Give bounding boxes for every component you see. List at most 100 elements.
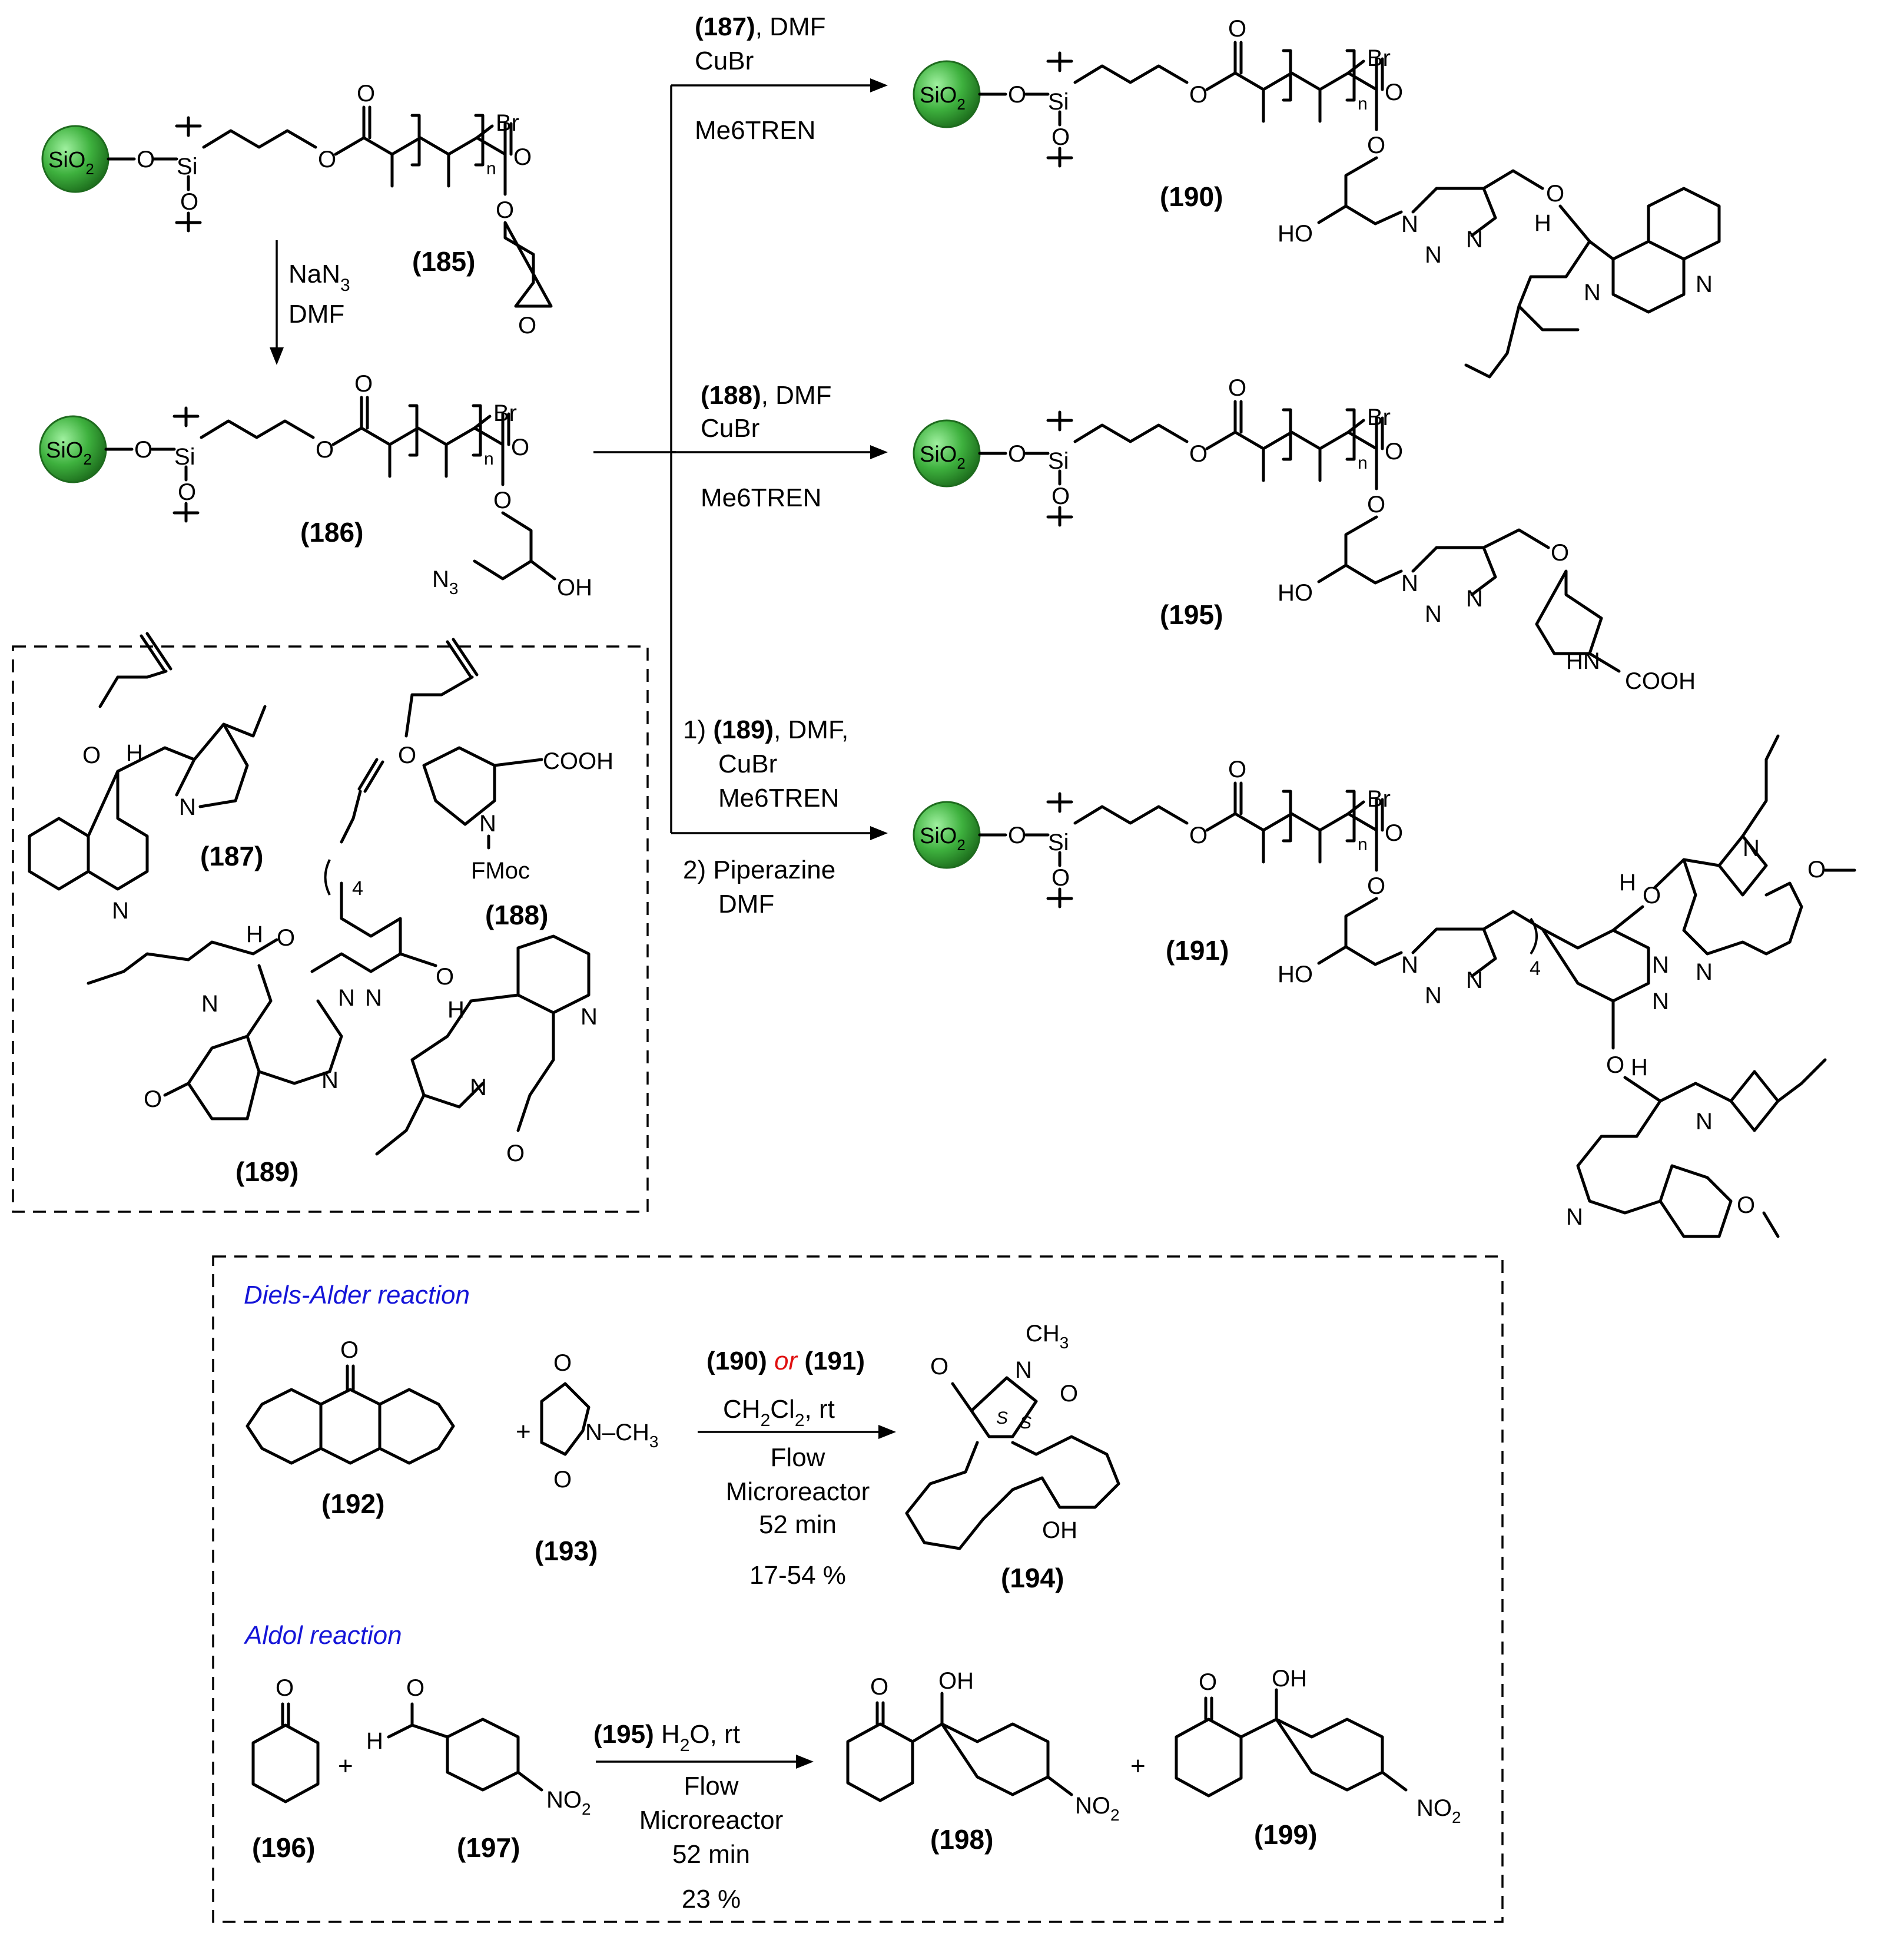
- condition-189-step2: 2) Piperazine: [683, 856, 835, 884]
- svg-text:O: O: [1051, 124, 1070, 150]
- svg-text:Br: Br: [1367, 786, 1391, 812]
- svg-text:SiO2: SiO2: [46, 438, 92, 468]
- svg-text:4: 4: [1530, 957, 1541, 980]
- svg-text:NO2: NO2: [1417, 1795, 1461, 1826]
- svg-text:FMoc: FMoc: [471, 858, 530, 884]
- compound-label-199: (199): [1254, 1819, 1317, 1850]
- svg-text:O: O: [1551, 540, 1569, 566]
- applications-box: [212, 1255, 1504, 1923]
- svg-text:O: O: [277, 925, 295, 951]
- compound-198: O OH NO2: [846, 1668, 1120, 1824]
- svg-text:HO: HO: [1278, 221, 1313, 247]
- svg-text:O: O: [1385, 820, 1403, 846]
- svg-text:O: O: [496, 197, 514, 223]
- svg-text:CH3: CH3: [1026, 1321, 1069, 1352]
- svg-text:SiO2: SiO2: [920, 83, 966, 113]
- svg-text:HN: HN: [1566, 648, 1600, 674]
- svg-text:N: N: [1401, 211, 1418, 237]
- svg-text:H: H: [1534, 210, 1551, 236]
- aldol-reactor: Microreactor: [639, 1806, 784, 1835]
- svg-text:N: N: [112, 898, 129, 924]
- condition-187-cubr: CuBr: [695, 47, 754, 75]
- svg-text:H: H: [447, 997, 465, 1023]
- compound-191-head: N N N 4 N N O H N O N O H N N O: [1401, 734, 1856, 1238]
- svg-text:N: N: [1466, 967, 1483, 993]
- svg-text:O: O: [1228, 757, 1246, 783]
- svg-text:Si: Si: [177, 154, 198, 180]
- svg-text:O: O: [354, 371, 373, 397]
- svg-text:N: N: [1652, 952, 1669, 978]
- svg-text:n: n: [1358, 94, 1368, 114]
- svg-text:OH: OH: [938, 1668, 974, 1694]
- compound-191-backbone: SiO2 O Si O O O n Br O O HO: [913, 757, 1403, 987]
- compound-label-187: (187): [200, 841, 263, 871]
- compound-label-186: (186): [300, 517, 363, 548]
- plus-sign: +: [338, 1752, 353, 1781]
- svg-text:n: n: [1358, 835, 1368, 854]
- svg-text:O: O: [1367, 873, 1385, 899]
- svg-text:N3: N3: [432, 566, 458, 598]
- svg-text:O: O: [1189, 441, 1208, 467]
- svg-text:N: N: [1566, 1204, 1583, 1230]
- svg-text:Br: Br: [1367, 404, 1391, 430]
- svg-text:O: O: [1367, 492, 1385, 518]
- svg-text:N: N: [479, 811, 496, 837]
- svg-text:O: O: [1385, 79, 1403, 105]
- svg-text:O: O: [1189, 82, 1208, 108]
- svg-text:COOH: COOH: [543, 748, 613, 774]
- diels-alder-time: 52 min: [759, 1510, 837, 1539]
- aldol-arrow: [596, 1755, 814, 1769]
- svg-text:H: H: [246, 921, 263, 947]
- svg-text:N: N: [1696, 1109, 1713, 1135]
- svg-text:N: N: [1425, 242, 1442, 268]
- svg-text:Si: Si: [1048, 89, 1069, 115]
- svg-text:O: O: [930, 1354, 948, 1380]
- compound-189: 4 N N O H N N O O H N O N: [87, 758, 598, 1166]
- plus-sign: +: [516, 1417, 531, 1446]
- svg-text:Br: Br: [1367, 45, 1391, 71]
- svg-text:OH: OH: [557, 575, 592, 601]
- compound-188: O COOH N FMoc: [398, 638, 613, 884]
- svg-text:O: O: [1807, 857, 1826, 883]
- svg-text:N: N: [1425, 601, 1442, 627]
- diels-alder-catalyst: (190) or (191): [706, 1347, 865, 1375]
- condition-189-ligand: Me6TREN: [718, 784, 839, 813]
- svg-text:N: N: [1466, 586, 1483, 612]
- svg-text:N: N: [581, 1004, 598, 1030]
- compound-label-197: (197): [457, 1832, 520, 1863]
- svg-text:NO2: NO2: [546, 1787, 591, 1818]
- svg-text:O: O: [1228, 16, 1246, 42]
- compound-187: O H N N: [28, 632, 267, 924]
- svg-text:N: N: [338, 985, 355, 1011]
- plus-sign: +: [1130, 1752, 1146, 1781]
- svg-text:N: N: [201, 991, 218, 1017]
- aldol-mode: Flow: [684, 1772, 739, 1801]
- branching-arrows: [593, 78, 888, 840]
- svg-text:O: O: [134, 437, 152, 463]
- svg-text:O: O: [1051, 865, 1070, 891]
- compound-195-head: N N N O HN COOH: [1401, 528, 1696, 694]
- svg-text:O: O: [318, 147, 336, 173]
- svg-text:OH: OH: [1042, 1517, 1077, 1543]
- svg-text:H: H: [366, 1728, 383, 1754]
- svg-text:O: O: [82, 742, 101, 768]
- svg-text:4: 4: [352, 877, 363, 900]
- compound-label-185: (185): [412, 246, 475, 277]
- svg-text:N: N: [179, 794, 196, 820]
- svg-text:O: O: [178, 479, 196, 505]
- condition-azide-solvent: DMF: [288, 300, 344, 329]
- svg-text:O: O: [398, 742, 416, 768]
- svg-text:O: O: [1008, 823, 1026, 848]
- svg-text:N: N: [1401, 571, 1418, 596]
- svg-text:O: O: [1546, 181, 1564, 207]
- compound-label-193: (193): [535, 1536, 598, 1566]
- svg-text:n: n: [486, 159, 496, 178]
- svg-text:N–CH3: N–CH3: [585, 1420, 659, 1451]
- svg-text:O: O: [513, 144, 532, 170]
- compound-label-191: (191): [1166, 935, 1229, 966]
- svg-text:H: H: [1619, 870, 1636, 896]
- svg-text:N: N: [470, 1075, 487, 1100]
- compound-label-196: (196): [252, 1832, 315, 1863]
- svg-text:O: O: [870, 1674, 888, 1700]
